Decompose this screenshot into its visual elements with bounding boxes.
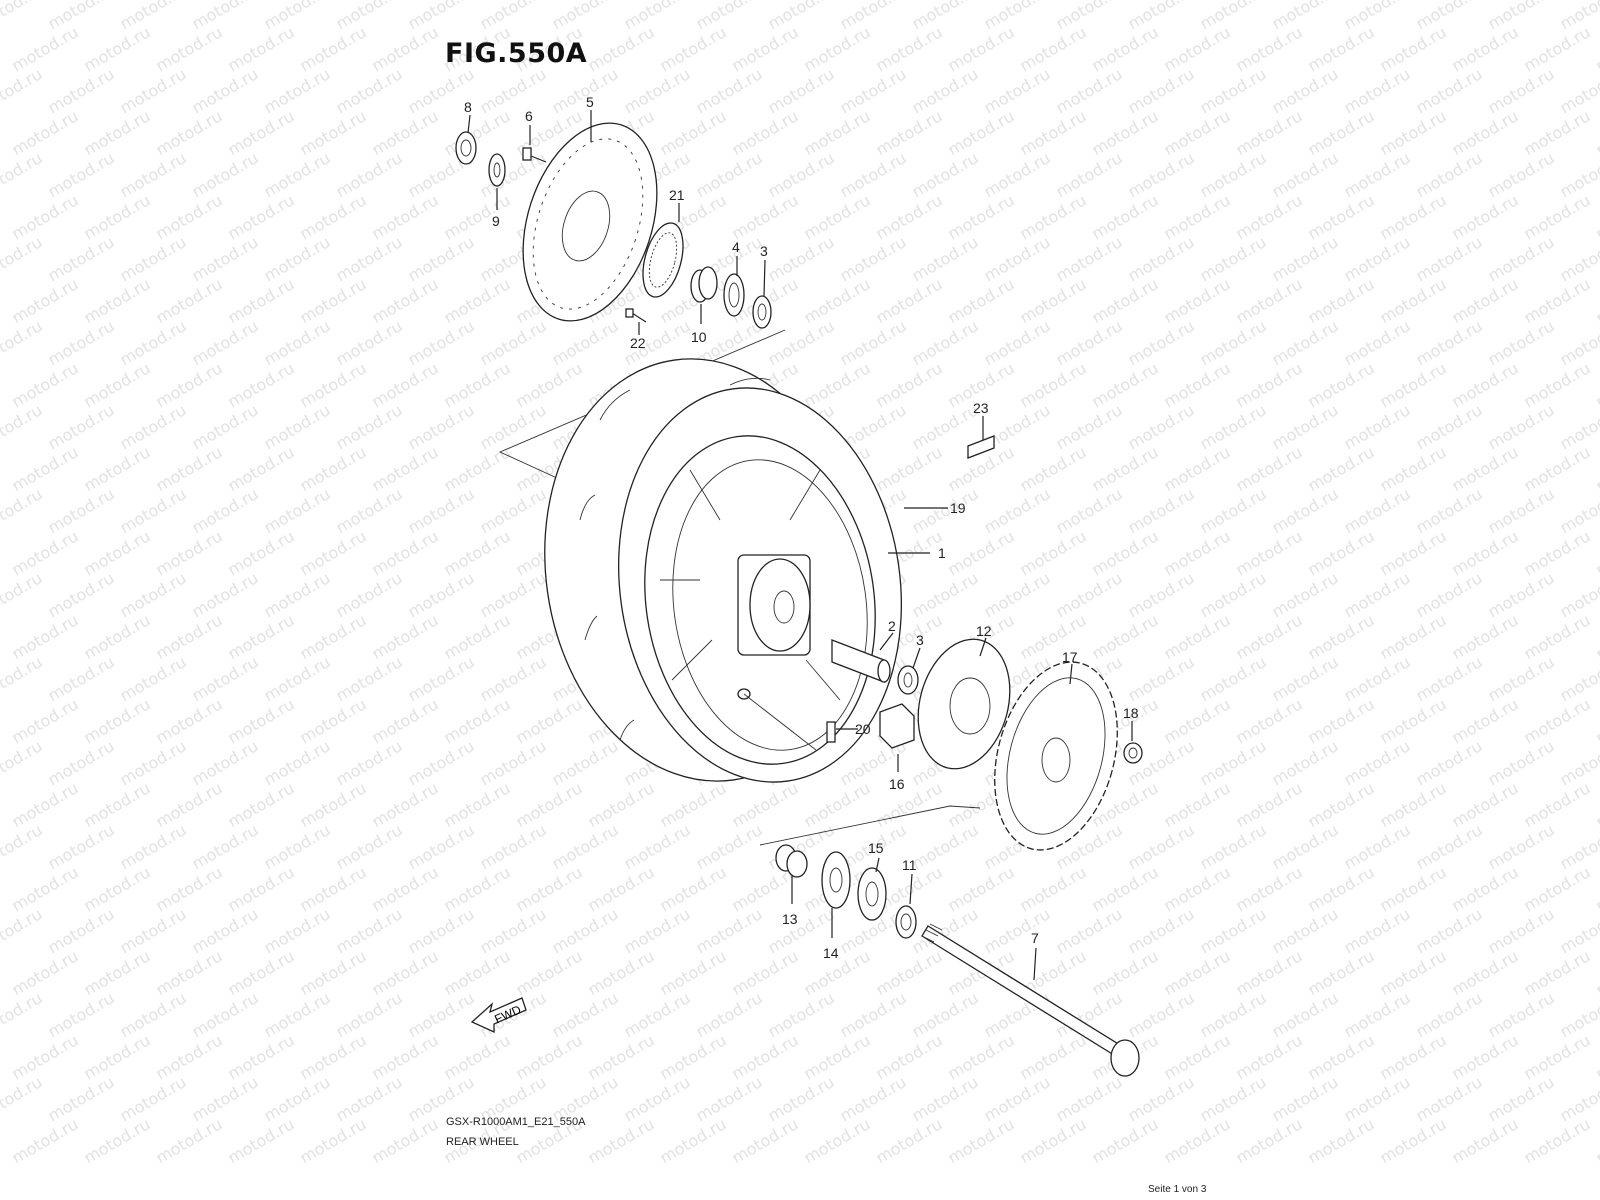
model-code: GSX-R1000AM1_E21_550A (446, 1116, 586, 1128)
bearing-upper (752, 295, 772, 329)
callout-18: 18 (1123, 705, 1139, 721)
callout-1: 1 (938, 545, 946, 561)
callout-5: 5 (586, 94, 594, 110)
balance-weight (967, 430, 995, 459)
rear-axle (921, 923, 1140, 1077)
callout-2: 2 (888, 618, 896, 634)
callout-20: 20 (855, 721, 871, 737)
callouts: 5 6 8 9 21 4 3 10 22 23 19 1 2 (464, 94, 1139, 981)
sprocket-nut (1123, 742, 1143, 764)
callout-17: 17 (1062, 649, 1078, 665)
figure-title: FIG.550A (445, 38, 588, 69)
callout-14: 14 (823, 945, 839, 961)
page-indicator: Seite 1 von 3 (1148, 1184, 1207, 1195)
callout-16: 16 (889, 776, 905, 792)
figure-caption: REAR WHEEL (446, 1136, 519, 1148)
fwd-arrow-icon (470, 997, 527, 1034)
callout-3-lower: 3 (916, 632, 924, 648)
spacer-part (690, 266, 718, 303)
callout-12: 12 (976, 623, 992, 639)
callout-21: 21 (669, 187, 685, 203)
lower-bearing (821, 851, 851, 909)
rear-sprocket (994, 661, 1118, 851)
wheel-rim (644, 435, 876, 765)
callout-19: 19 (950, 500, 966, 516)
lower-spacer (775, 844, 808, 878)
dust-seal (723, 273, 745, 317)
callout-22: 22 (630, 335, 646, 351)
callout-7: 7 (1031, 930, 1039, 946)
callout-23: 23 (973, 400, 989, 416)
callout-13: 13 (782, 911, 798, 927)
lower-collar (895, 905, 917, 939)
disc-bolt (522, 147, 547, 163)
fwd-label: FWD (492, 1002, 523, 1026)
axle-collar (831, 639, 891, 683)
nut-part (455, 131, 477, 165)
sensor-rotor (642, 222, 684, 298)
washer-part (488, 153, 506, 187)
sprocket-drum (917, 638, 1011, 770)
callout-3-upper: 3 (760, 243, 768, 259)
brake-disc (522, 122, 658, 322)
drum-bolt (826, 721, 836, 743)
callout-4: 4 (732, 239, 740, 255)
callout-6: 6 (525, 108, 533, 124)
bearing-lower (897, 665, 919, 695)
cush-damper (879, 703, 915, 749)
callout-10: 10 (691, 329, 707, 345)
callout-9: 9 (492, 213, 500, 229)
callout-11: 11 (902, 857, 917, 873)
callout-15: 15 (868, 840, 884, 856)
oil-seal (857, 867, 887, 921)
callout-8: 8 (464, 99, 472, 115)
rotor-screw (625, 308, 647, 323)
tire-valve (737, 688, 817, 751)
